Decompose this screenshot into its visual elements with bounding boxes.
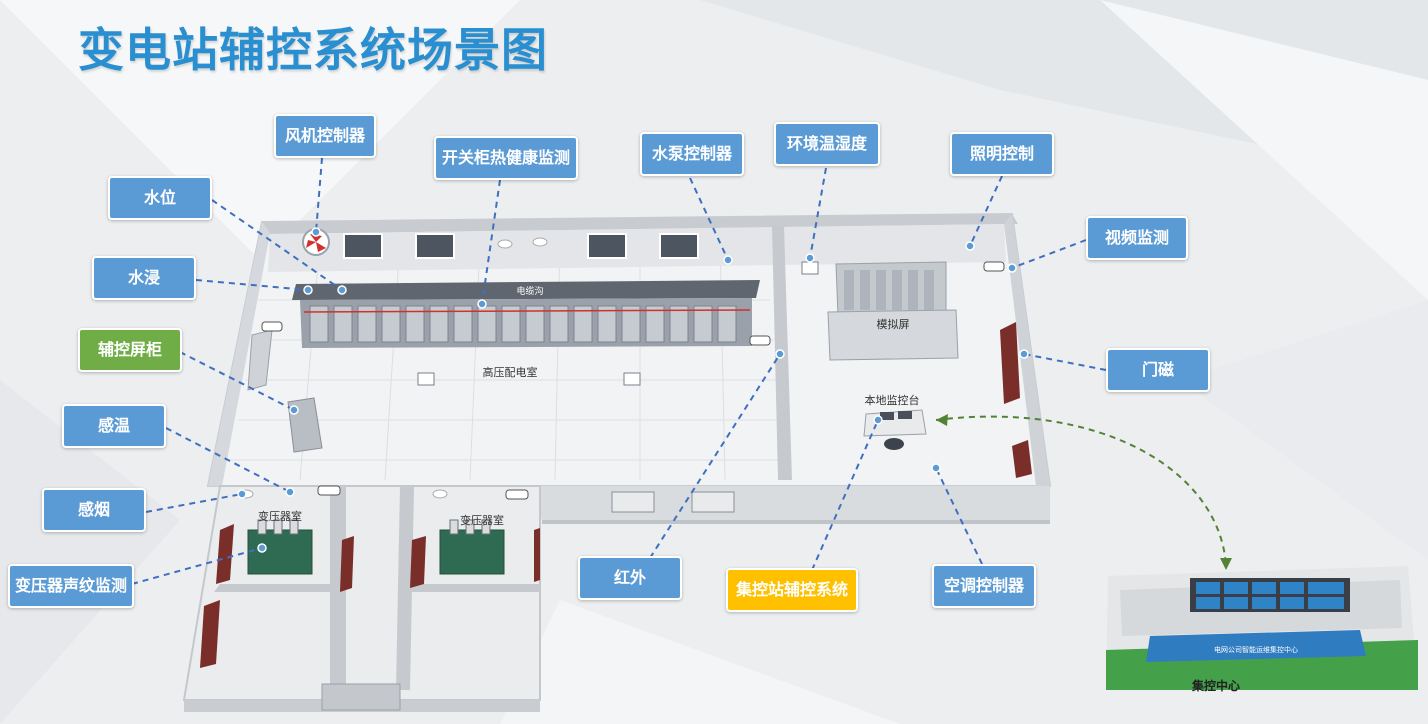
label-door-magnet: 门磁 (1106, 348, 1210, 392)
label-lighting: 照明控制 (950, 132, 1054, 176)
label-smoke-sensor: 感烟 (42, 488, 146, 532)
label-env-temp-humidity: 环境温湿度 (774, 122, 880, 166)
page-title: 变电站辅控系统场景图 (78, 23, 548, 77)
label-transformer-acoustic: 变压器声纹监测 (8, 564, 134, 608)
label-water-flood: 水浸 (92, 256, 196, 300)
label-pump-controller: 水泵控制器 (640, 132, 744, 176)
label-infrared: 红外 (578, 556, 682, 600)
label-water-level: 水位 (108, 176, 212, 220)
label-temp-sensor: 感温 (62, 404, 166, 448)
label-cabinet-health: 开关柜热健康监测 (434, 136, 578, 180)
label-ac-controller: 空调控制器 (932, 564, 1036, 608)
label-central-aux-system: 集控站辅控系统 (726, 568, 858, 612)
label-aux-cabinet: 辅控屏柜 (78, 328, 182, 372)
label-fan-controller: 风机控制器 (274, 114, 376, 158)
label-video: 视频监测 (1086, 216, 1188, 260)
